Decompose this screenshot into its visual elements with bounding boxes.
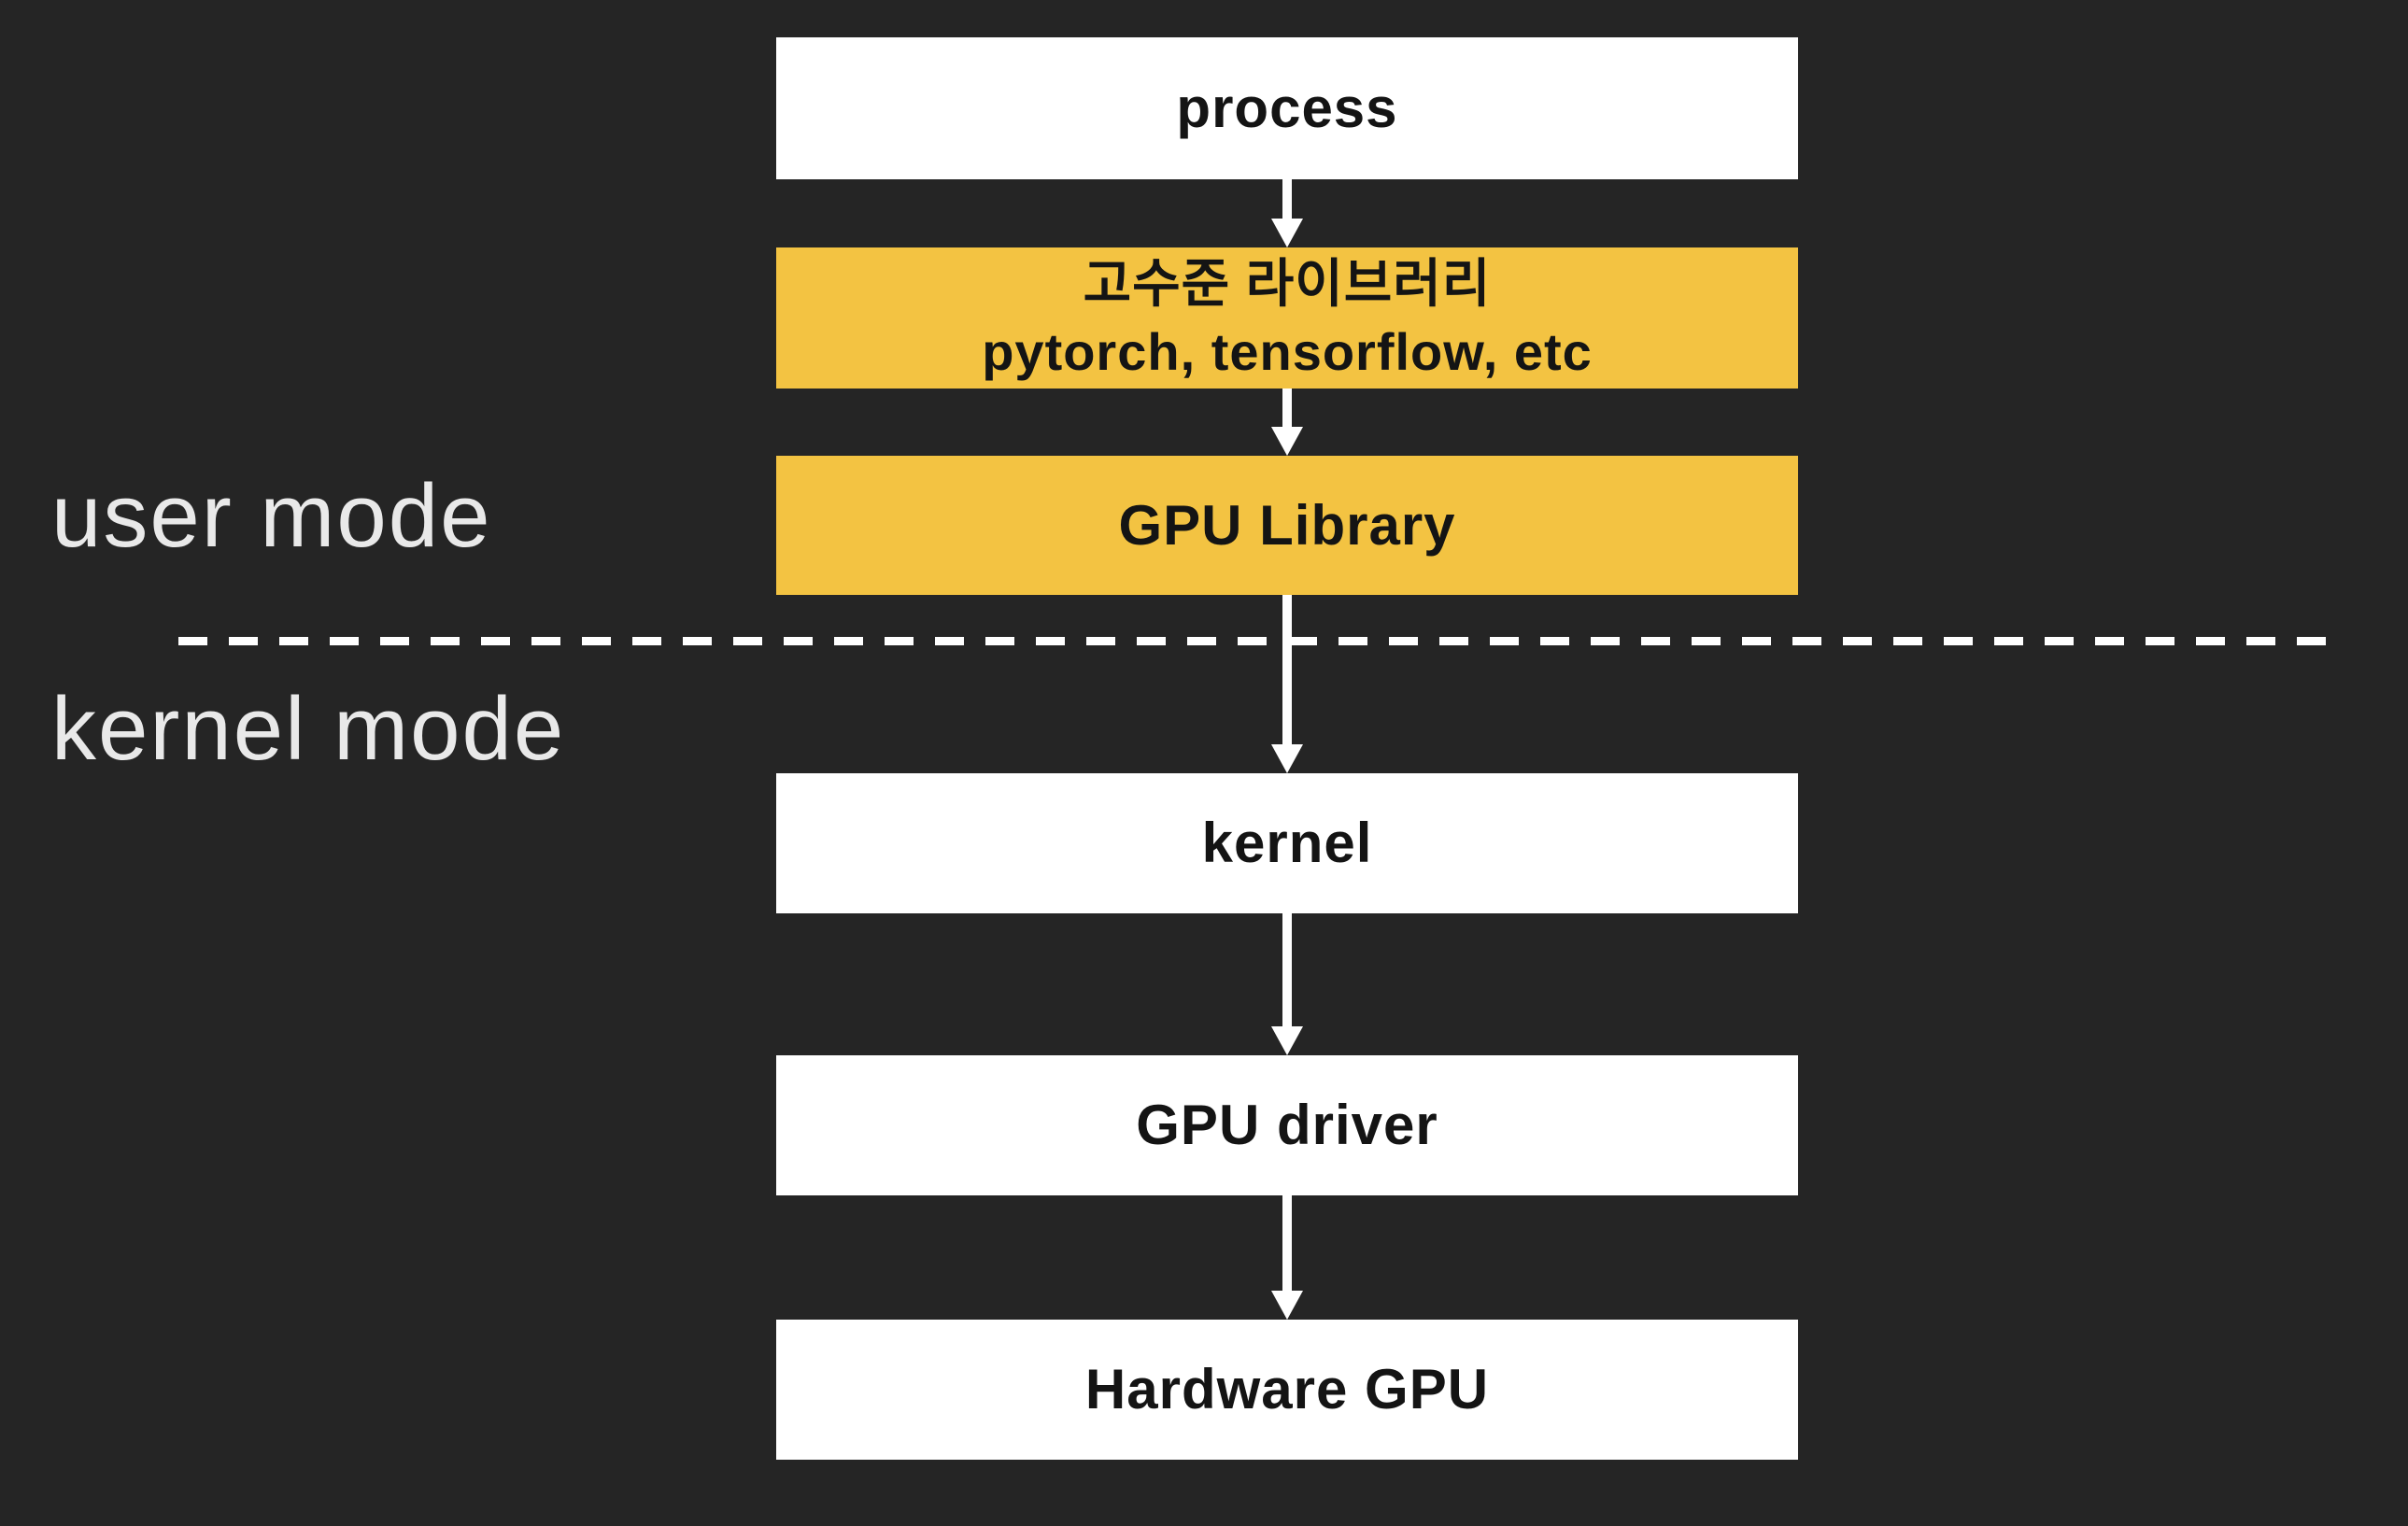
arrow-head-down-icon (1271, 744, 1303, 773)
arrow-head-down-icon (1271, 427, 1303, 456)
arrow-kernel-to-gpu-driver (1271, 913, 1303, 1055)
node-high-level-library-label-line2: pytorch, tensorflow, etc (982, 321, 1593, 381)
arrow-shaft (1282, 1195, 1292, 1293)
arrow-head-down-icon (1271, 1291, 1303, 1320)
arrow-shaft (1282, 389, 1292, 429)
node-process: process (776, 37, 1798, 179)
node-gpu-driver: GPU driver (776, 1055, 1798, 1195)
node-gpu-library: GPU Library (776, 456, 1798, 595)
node-hardware-gpu-label: Hardware GPU (1084, 1358, 1490, 1420)
arrow-gpu-library-to-kernel (1271, 595, 1303, 773)
node-high-level-library: 고수준 라이브러리 pytorch, tensorflow, etc (776, 247, 1798, 389)
node-gpu-library-label: GPU Library (1118, 493, 1456, 557)
node-high-level-library-label-line1: 고수준 라이브러리 (1083, 253, 1492, 313)
node-process-label: process (1176, 77, 1398, 139)
arrow-head-down-icon (1271, 219, 1303, 247)
arrow-shaft (1282, 913, 1292, 1028)
user-mode-label: user mode (51, 466, 492, 566)
arrow-high-level-library-to-gpu-library (1271, 389, 1303, 456)
node-hardware-gpu: Hardware GPU (776, 1320, 1798, 1460)
node-kernel-label: kernel (1201, 812, 1373, 874)
arrow-gpu-driver-to-hardware-gpu (1271, 1195, 1303, 1320)
node-kernel: kernel (776, 773, 1798, 913)
arrow-shaft (1282, 179, 1292, 220)
node-gpu-driver-label: GPU driver (1136, 1094, 1438, 1156)
arrow-head-down-icon (1271, 1026, 1303, 1055)
kernel-mode-label: kernel mode (51, 679, 566, 779)
arrow-process-to-high-level-library (1271, 179, 1303, 247)
arrow-shaft (1282, 595, 1292, 746)
user-kernel-mode-divider-dashed-line (178, 637, 2326, 645)
